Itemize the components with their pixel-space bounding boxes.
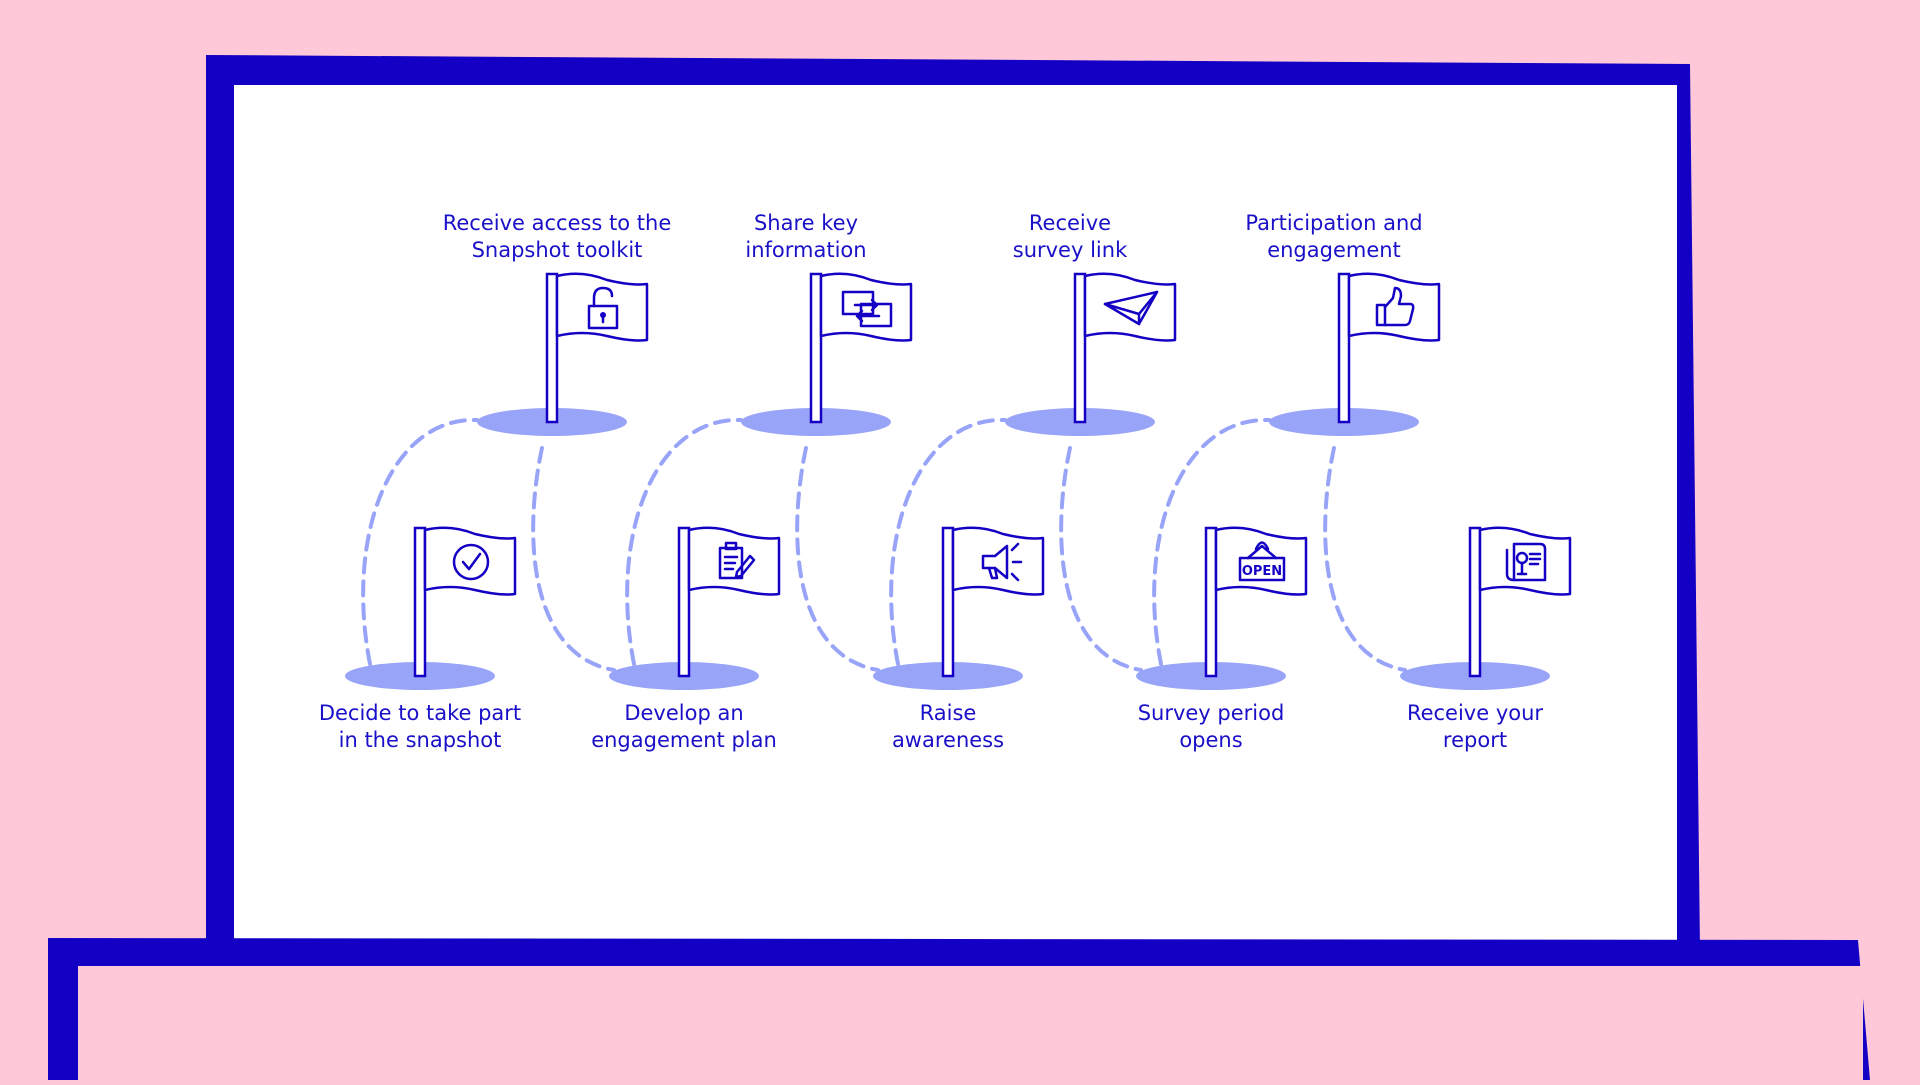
step-label: Raise awareness (818, 700, 1078, 754)
step-label-line-1: Receive access to the (442, 211, 672, 235)
dashed-connector (889, 417, 1007, 666)
step-label: Receive your report (1345, 700, 1605, 754)
dashed-connector (1059, 446, 1143, 672)
step-label: Share key information (676, 210, 936, 264)
flag-cloth (687, 526, 781, 596)
flag-bottom-5 (1400, 526, 1572, 690)
paper-plane-icon (1103, 290, 1159, 326)
step-label: Survey period opens (1081, 700, 1341, 754)
flag-bottom-1 (345, 526, 517, 690)
open-sign-icon: OPEN (1238, 541, 1286, 582)
step-label-line-2: in the snapshot (338, 728, 502, 752)
flagpole (1468, 526, 1482, 678)
flag-bottom-2 (609, 526, 781, 690)
step-label-line-1: Develop an (624, 701, 744, 725)
flag-cloth (1347, 272, 1441, 342)
step-label-line-1: Decide to take part (318, 701, 522, 725)
laptop-base-top (78, 966, 1863, 1080)
step-label: Participation and engagement (1204, 210, 1464, 264)
checkmark-circle-icon (452, 543, 490, 581)
step-label-line-1: Receive (1028, 211, 1112, 235)
dashed-connector (795, 446, 880, 672)
flagpole (1204, 526, 1218, 678)
step-label-line-1: Raise (919, 701, 977, 725)
flag-cloth (1083, 272, 1177, 342)
flagpole (941, 526, 955, 678)
flagpole (1073, 272, 1087, 424)
step-label-line-2: awareness (891, 728, 1005, 752)
clipboard-pencil-icon (718, 541, 756, 580)
thumbs-up-icon (1375, 286, 1415, 327)
flag-cloth (951, 526, 1045, 596)
dashed-connector (531, 446, 616, 672)
flagpole (413, 526, 427, 678)
dashed-connector (1152, 417, 1271, 666)
step-label: Develop an engagement plan (554, 700, 814, 754)
dashed-connector (361, 417, 479, 666)
step-label-line-2: survey link (1012, 238, 1128, 262)
report-scroll-icon (1505, 542, 1547, 582)
unlocked-padlock-icon (587, 286, 619, 330)
dashed-connector (1323, 446, 1407, 672)
flagpole (1337, 272, 1351, 424)
step-label-line-1: Participation and (1245, 211, 1423, 235)
flagpole (677, 526, 691, 678)
step-label-line-2: engagement (1267, 238, 1401, 262)
flag-top-4 (1269, 272, 1441, 436)
flags-group: OPEN (345, 272, 1572, 690)
flagpole (809, 272, 823, 424)
step-label-line-2: report (1442, 728, 1508, 752)
step-label-line-1: Share key (753, 211, 859, 235)
step-label-line-1: Receive your (1406, 701, 1544, 725)
step-label-line-2: Snapshot toolkit (471, 238, 643, 262)
megaphone-icon (981, 542, 1023, 582)
flag-top-2 (741, 272, 913, 436)
connector-paths (361, 417, 1407, 672)
flag-bottom-4: OPEN (1136, 526, 1308, 690)
step-label: Decide to take part in the snapshot (290, 700, 550, 754)
step-label-line-2: engagement plan (591, 728, 777, 752)
flag-top-1 (477, 272, 649, 436)
flag-bottom-3 (873, 526, 1045, 690)
dashed-connector (625, 417, 743, 666)
step-label-line-2: information (745, 238, 867, 262)
step-label-line-2: opens (1179, 728, 1243, 752)
step-label: Receive survey link (940, 210, 1200, 264)
exchange-arrows-icon (841, 290, 893, 328)
laptop-screen (234, 85, 1677, 940)
flagpole (545, 272, 559, 424)
flag-cloth (423, 526, 517, 596)
step-label-line-1: Survey period (1137, 701, 1285, 725)
open-sign-text: OPEN (1242, 564, 1282, 579)
flag-cloth (1214, 526, 1308, 596)
flag-top-3 (1005, 272, 1177, 436)
flag-cloth (819, 272, 913, 342)
